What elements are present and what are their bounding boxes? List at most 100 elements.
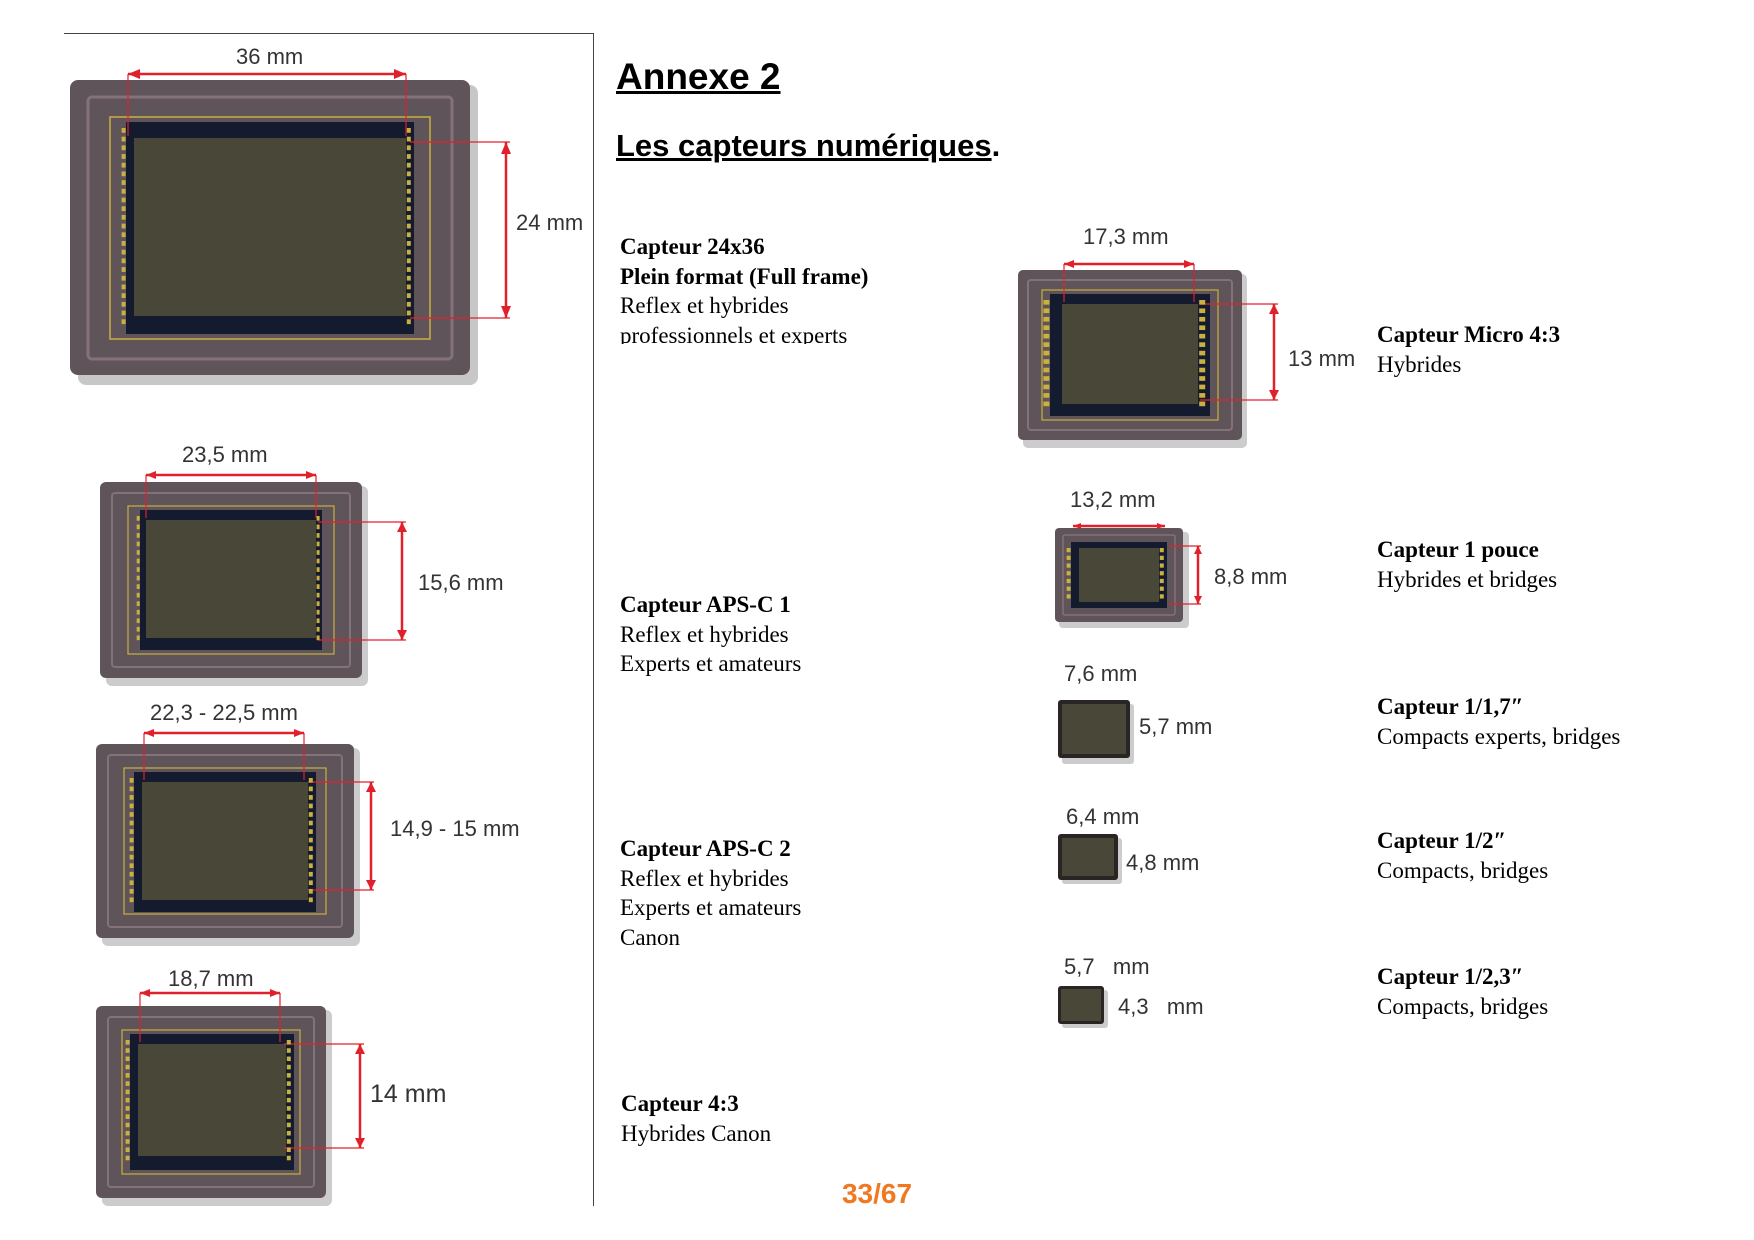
sensor-pin xyxy=(406,258,411,264)
sensor-pin xyxy=(406,284,411,290)
caption-24x36-line-3: professionnels et experts xyxy=(620,322,848,345)
sensor-pin xyxy=(316,601,320,607)
sensor-pin xyxy=(1199,325,1206,331)
sensor-pin xyxy=(406,180,411,185)
sensor-pin xyxy=(406,171,411,177)
sensor-pin xyxy=(121,249,126,255)
sensor-43-height: 14 mm xyxy=(370,1080,447,1108)
sensor-1-pouce-width: 13,2 mm xyxy=(1070,487,1156,512)
sensor-pin xyxy=(1159,594,1164,599)
page-subtitle-suffix: . xyxy=(991,128,1001,163)
sensor-pin xyxy=(308,888,313,894)
sensor-pin xyxy=(1159,563,1164,568)
sensor-pin xyxy=(406,310,411,316)
sensor-micro43-width: 17,3 mm xyxy=(1083,224,1169,249)
sensor-pin xyxy=(1043,359,1050,364)
page-subtitle: Les capteurs numériques. xyxy=(616,128,1000,164)
sensor-pin xyxy=(129,786,134,792)
sensor-pin xyxy=(125,1097,130,1103)
sensor-pin xyxy=(136,558,140,564)
sensor-pin xyxy=(125,1155,130,1161)
sensor-1-1-7-diagram xyxy=(1058,700,1134,764)
sensor-pin xyxy=(121,232,126,238)
caption-24x36: Capteur 24x36 Plein format (Full frame) … xyxy=(620,232,868,344)
sensor-pin xyxy=(406,223,411,229)
sensor-pin xyxy=(286,1139,291,1144)
sensor-pins xyxy=(129,778,313,903)
sensor-pin xyxy=(1043,384,1050,390)
sensor-pin xyxy=(1199,342,1206,347)
sensor-pin xyxy=(121,136,126,142)
sensor-pin xyxy=(136,618,140,624)
sensor-pin xyxy=(125,1122,130,1128)
sensor-pin xyxy=(136,550,140,555)
sensor-pin xyxy=(1043,401,1050,407)
sensor-pin xyxy=(406,293,411,298)
sensor-pin xyxy=(1066,578,1071,584)
sensor-1-pouce-diagram xyxy=(1055,523,1202,628)
caption-apsc2-line-3: Canon xyxy=(620,924,681,950)
sensor-1-2-height: 4,8 mm xyxy=(1126,850,1200,875)
caption-apsc1-title: Capteur APS-C 1 xyxy=(620,592,791,617)
sensor-pin xyxy=(316,558,320,564)
sensor-pin xyxy=(316,609,320,615)
sensor-apsc1-height: 15,6 mm xyxy=(418,570,504,595)
sensor-pin xyxy=(316,592,320,598)
sensor-pin xyxy=(1159,586,1164,591)
sensor-pin xyxy=(121,241,126,246)
sensor-pin xyxy=(125,1106,130,1111)
sensor-pin xyxy=(406,188,411,194)
sensor-pin xyxy=(316,618,320,624)
sensor-pin xyxy=(129,888,134,894)
sensor-pin xyxy=(1066,594,1071,599)
sensor-pin xyxy=(406,301,411,307)
sensor-pin xyxy=(286,1155,291,1161)
caption-apsc1-line-2: Experts et amateurs xyxy=(620,651,802,676)
caption-1-2-3: Capteur 1/2,3″ Compacts, bridges xyxy=(1377,962,1548,1021)
left-panel-top-rule xyxy=(64,33,594,34)
sensor-pin xyxy=(136,601,140,607)
sensor-pin xyxy=(1199,376,1206,381)
sensor-pin xyxy=(308,837,313,843)
sensor-pin xyxy=(121,162,126,168)
caption-1-pouce: Capteur 1 pouce Hybrides et bridges xyxy=(1377,535,1557,594)
sensor-pin xyxy=(316,550,320,555)
sensor-pin xyxy=(129,820,134,826)
sensor-pin xyxy=(1199,393,1206,398)
sensor-pin xyxy=(308,897,313,903)
sensor-pin xyxy=(406,206,411,212)
sensor-24x36-diagram xyxy=(70,69,511,385)
sensor-pin xyxy=(308,820,313,826)
sensor-1-2-3-height: 4,3 mm xyxy=(1118,994,1204,1019)
caption-43-title: Capteur 4:3 xyxy=(621,1091,739,1116)
left-panel-divider xyxy=(593,33,594,1206)
sensor-pin xyxy=(1066,586,1071,591)
sensor-pin xyxy=(1199,401,1206,407)
caption-apsc1: Capteur APS-C 1 Reflex et hybrides Exper… xyxy=(620,590,801,679)
sensor-apsc2-width: 22,3 - 22,5 mm xyxy=(150,700,298,725)
sensor-pin xyxy=(1159,571,1164,576)
sensor-micro43-height: 13 mm xyxy=(1288,346,1356,371)
sensor-pin xyxy=(308,854,313,860)
sensor-apsc2-diagram xyxy=(96,729,376,946)
caption-1-2-line-1: Compacts, bridges xyxy=(1377,857,1549,883)
sensor-pin xyxy=(121,293,126,298)
sensor-pin xyxy=(1043,350,1050,356)
sensor-pin xyxy=(1199,359,1206,364)
sensor-pin xyxy=(1199,367,1206,373)
sensor-pin xyxy=(308,812,313,817)
sensor-1-2-3-diagram xyxy=(1058,986,1108,1028)
sensor-pin xyxy=(121,275,126,281)
sensor-pin xyxy=(1199,308,1206,314)
sensor-pin xyxy=(136,516,140,521)
caption-micro43-line-1: Hybrides xyxy=(1377,351,1462,377)
sensor-pin xyxy=(286,1064,291,1070)
sensor-pin xyxy=(308,863,313,869)
sensor-pin xyxy=(1199,333,1206,339)
sensor-pin xyxy=(406,214,411,220)
sensor-pin xyxy=(1043,300,1050,305)
sensor-1-pouce-height: 8,8 mm xyxy=(1214,564,1288,589)
caption-1-1-7-line-1: Compacts experts, bridges xyxy=(1377,723,1621,749)
sensor-pin xyxy=(308,829,313,834)
sensor-pin xyxy=(406,232,411,238)
